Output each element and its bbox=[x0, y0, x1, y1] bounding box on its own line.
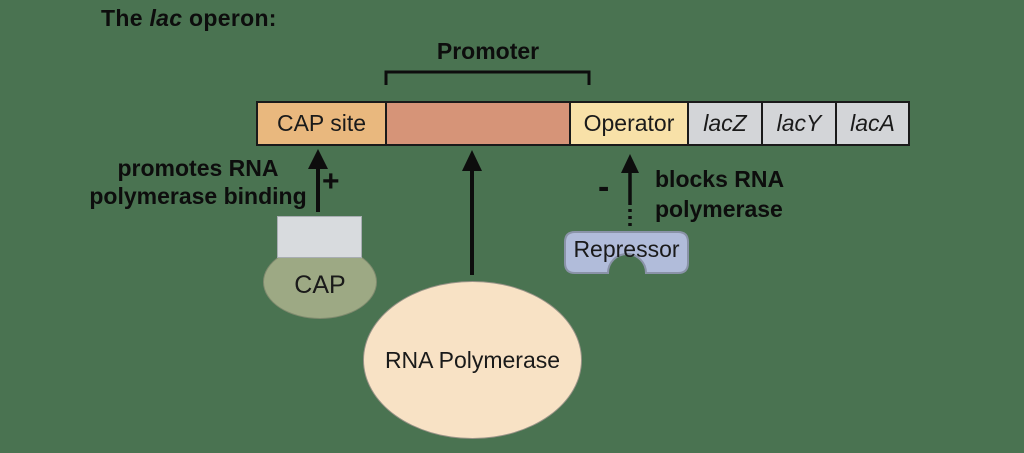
segment-cap-site: CAP site bbox=[258, 103, 385, 144]
minus-sign: - bbox=[598, 168, 610, 206]
repressor-label: Repressor bbox=[573, 236, 680, 262]
segment-lacY-label: lacY bbox=[776, 110, 822, 136]
repressor-annotation: blocks RNA polymerase bbox=[655, 164, 855, 224]
segment-lacA-label: lacA bbox=[850, 110, 895, 136]
segment-lacY: lacY bbox=[761, 103, 835, 144]
repressor-annotation-line2: polymerase bbox=[655, 196, 783, 222]
cap-annotation: promotes RNA polymerase binding bbox=[88, 154, 308, 210]
dna-bar: CAP site Operator lacZ lacY lacA bbox=[256, 101, 910, 146]
segment-operator: Operator bbox=[569, 103, 687, 144]
promoter-label: Promoter bbox=[436, 38, 540, 64]
cap-binding-domain bbox=[277, 216, 362, 258]
rna-polymerase-arrow bbox=[462, 150, 482, 275]
title-gene-name: lac bbox=[149, 5, 183, 31]
page-title: The lac operon: bbox=[101, 5, 277, 32]
promoter-bracket bbox=[384, 70, 591, 85]
segment-lacZ-label: lacZ bbox=[703, 110, 747, 136]
segment-promoter-region bbox=[385, 103, 569, 144]
segment-lacZ: lacZ bbox=[687, 103, 761, 144]
repressor-arrow bbox=[621, 154, 639, 226]
segment-cap-site-label: CAP site bbox=[276, 110, 367, 136]
repressor-annotation-line1: blocks RNA bbox=[655, 166, 785, 192]
segment-operator-label: Operator bbox=[583, 110, 675, 136]
rna-polymerase: RNA Polymerase bbox=[363, 281, 582, 439]
cap-annotation-line2: polymerase binding bbox=[89, 183, 307, 209]
plus-sign: + bbox=[322, 165, 340, 198]
cap-protein-label: CAP bbox=[294, 270, 346, 299]
segment-lacA: lacA bbox=[835, 103, 908, 144]
title-suffix: operon: bbox=[182, 5, 277, 31]
cap-annotation-line1: promotes RNA bbox=[117, 155, 279, 181]
title-prefix: The bbox=[101, 5, 150, 31]
rna-polymerase-label: RNA Polymerase bbox=[384, 346, 561, 373]
